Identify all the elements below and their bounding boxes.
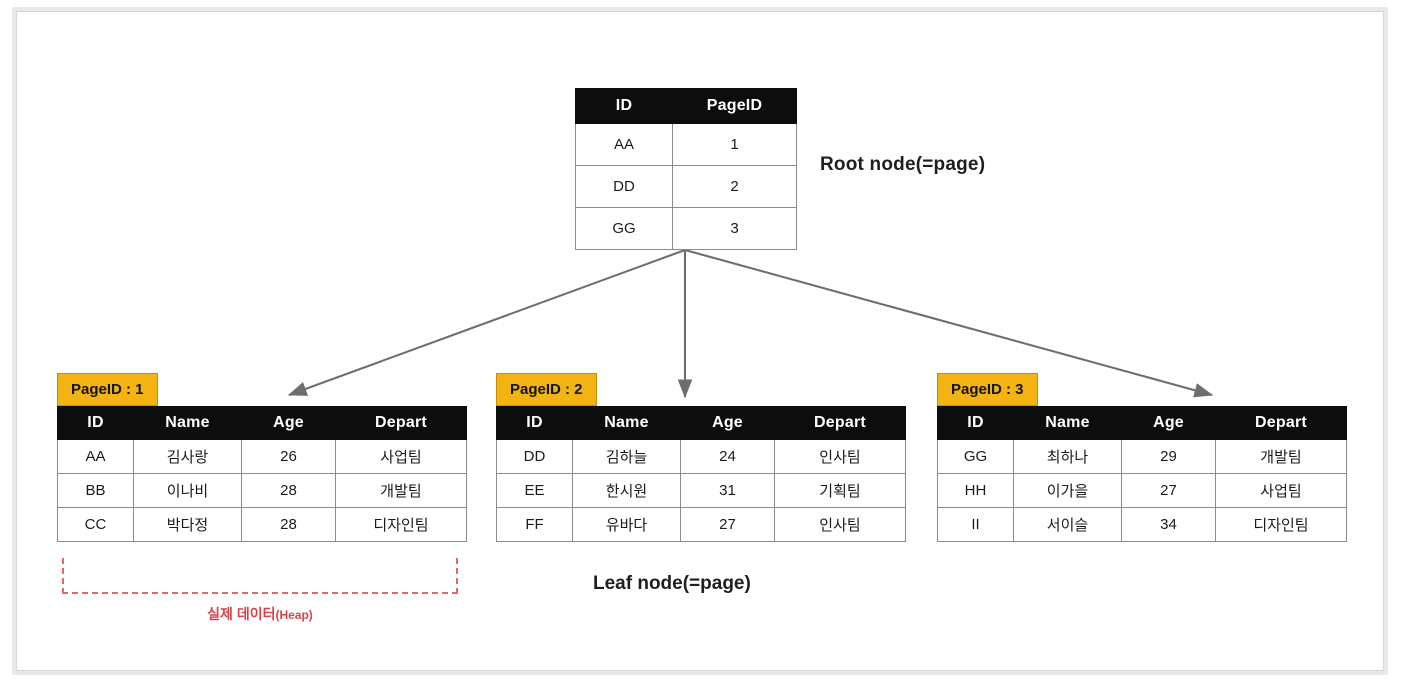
leaf-3-cell-age: 29 (1121, 439, 1216, 474)
table-row: HH 이가을 27 사업팀 (937, 473, 1347, 508)
table-row: CC 박다정 28 디자인팀 (57, 507, 467, 542)
leaf-3-cell-id: HH (937, 473, 1014, 508)
leaf-2-cell-age: 27 (680, 507, 775, 542)
table-row: GG 3 (575, 207, 797, 250)
leaf-1-header-row: ID Name Age Depart (57, 406, 467, 440)
leaf-2-cell-depart: 기획팀 (774, 473, 906, 508)
leaf-3-header-row: ID Name Age Depart (937, 406, 1347, 440)
leaf-node-label: Leaf node(=page) (593, 573, 751, 594)
leaf-3-cell-depart: 디자인팀 (1215, 507, 1347, 542)
root-col-header-pageid: PageID (672, 88, 797, 124)
heap-annotation-main: 실제 데이터 (207, 606, 276, 622)
leaf-1-pageid-badge: PageID : 1 (57, 373, 158, 406)
table-row: GG 최하나 29 개발팀 (937, 439, 1347, 474)
leaf-3-cell-age: 27 (1121, 473, 1216, 508)
leaf-3-col-header-name: Name (1013, 406, 1122, 440)
root-header-row: ID PageID (575, 88, 797, 124)
leaf-3-cell-depart: 개발팀 (1215, 439, 1347, 474)
root-cell-pageid: 1 (672, 123, 797, 166)
table-row: AA 김사랑 26 사업팀 (57, 439, 467, 474)
leaf-1-table: ID Name Age Depart AA 김사랑 26 사업팀 BB 이나비 … (57, 406, 467, 542)
leaf-2-cell-age: 31 (680, 473, 775, 508)
leaf-1-col-header-age: Age (241, 406, 336, 440)
table-row: BB 이나비 28 개발팀 (57, 473, 467, 508)
leaf-3-cell-name: 최하나 (1013, 439, 1122, 474)
heap-annotation-sub: (Heap) (275, 608, 313, 622)
leaf-3-table: ID Name Age Depart GG 최하나 29 개발팀 HH 이가을 … (937, 406, 1347, 542)
heap-annotation-label: 실제 데이터(Heap) (62, 604, 458, 624)
leaf-2-header-row: ID Name Age Depart (496, 406, 906, 440)
leaf-2-cell-age: 24 (680, 439, 775, 474)
leaf-1-cell-depart: 사업팀 (335, 439, 467, 474)
leaf-1-cell-id: AA (57, 439, 134, 474)
table-row: DD 2 (575, 165, 797, 208)
leaf-3-cell-id: GG (937, 439, 1014, 474)
table-row: FF 유바다 27 인사팀 (496, 507, 906, 542)
leaf-3-col-header-age: Age (1121, 406, 1216, 440)
leaf-2-cell-name: 김하늘 (572, 439, 681, 474)
leaf-1-cell-id: BB (57, 473, 134, 508)
leaf-3-col-header-depart: Depart (1215, 406, 1347, 440)
root-cell-pageid: 2 (672, 165, 797, 208)
table-row: DD 김하늘 24 인사팀 (496, 439, 906, 474)
leaf-2-cell-id: FF (496, 507, 573, 542)
leaf-1-cell-id: CC (57, 507, 134, 542)
heap-dashed-bracket (62, 558, 458, 594)
leaf-1-cell-name: 김사랑 (133, 439, 242, 474)
leaf-1-cell-name: 이나비 (133, 473, 242, 508)
table-row: AA 1 (575, 123, 797, 166)
leaf-2-cell-id: EE (496, 473, 573, 508)
root-col-header-id: ID (575, 88, 673, 124)
leaf-2-col-header-depart: Depart (774, 406, 906, 440)
leaf-1-cell-depart: 개발팀 (335, 473, 467, 508)
root-cell-id: DD (575, 165, 673, 208)
leaf-3-cell-age: 34 (1121, 507, 1216, 542)
leaf-3-pageid-badge: PageID : 3 (937, 373, 1038, 406)
leaf-1-cell-age: 28 (241, 473, 336, 508)
leaf-3-cell-id: II (937, 507, 1014, 542)
table-row: II 서이슬 34 디자인팀 (937, 507, 1347, 542)
leaf-3-col-header-id: ID (937, 406, 1014, 440)
leaf-2-cell-depart: 인사팀 (774, 439, 906, 474)
root-node-table: ID PageID AA 1 DD 2 GG 3 (575, 88, 797, 250)
leaf-1-col-header-depart: Depart (335, 406, 467, 440)
leaf-3-cell-name: 이가을 (1013, 473, 1122, 508)
root-node-label: Root node(=page) (820, 154, 986, 175)
root-cell-pageid: 3 (672, 207, 797, 250)
leaf-2-cell-name: 유바다 (572, 507, 681, 542)
leaf-2-col-header-name: Name (572, 406, 681, 440)
leaf-2-cell-depart: 인사팀 (774, 507, 906, 542)
leaf-1-col-header-name: Name (133, 406, 242, 440)
leaf-3-cell-name: 서이슬 (1013, 507, 1122, 542)
leaf-1-cell-depart: 디자인팀 (335, 507, 467, 542)
leaf-1-cell-name: 박다정 (133, 507, 242, 542)
leaf-2-cell-id: DD (496, 439, 573, 474)
leaf-2-table: ID Name Age Depart DD 김하늘 24 인사팀 EE 한시원 … (496, 406, 906, 542)
leaf-1-cell-age: 28 (241, 507, 336, 542)
leaf-2-pageid-badge: PageID : 2 (496, 373, 597, 406)
leaf-2-col-header-id: ID (496, 406, 573, 440)
table-row: EE 한시원 31 기획팀 (496, 473, 906, 508)
root-cell-id: GG (575, 207, 673, 250)
leaf-1-col-header-id: ID (57, 406, 134, 440)
leaf-3-cell-depart: 사업팀 (1215, 473, 1347, 508)
root-cell-id: AA (575, 123, 673, 166)
leaf-2-cell-name: 한시원 (572, 473, 681, 508)
leaf-1-cell-age: 26 (241, 439, 336, 474)
leaf-2-col-header-age: Age (680, 406, 775, 440)
